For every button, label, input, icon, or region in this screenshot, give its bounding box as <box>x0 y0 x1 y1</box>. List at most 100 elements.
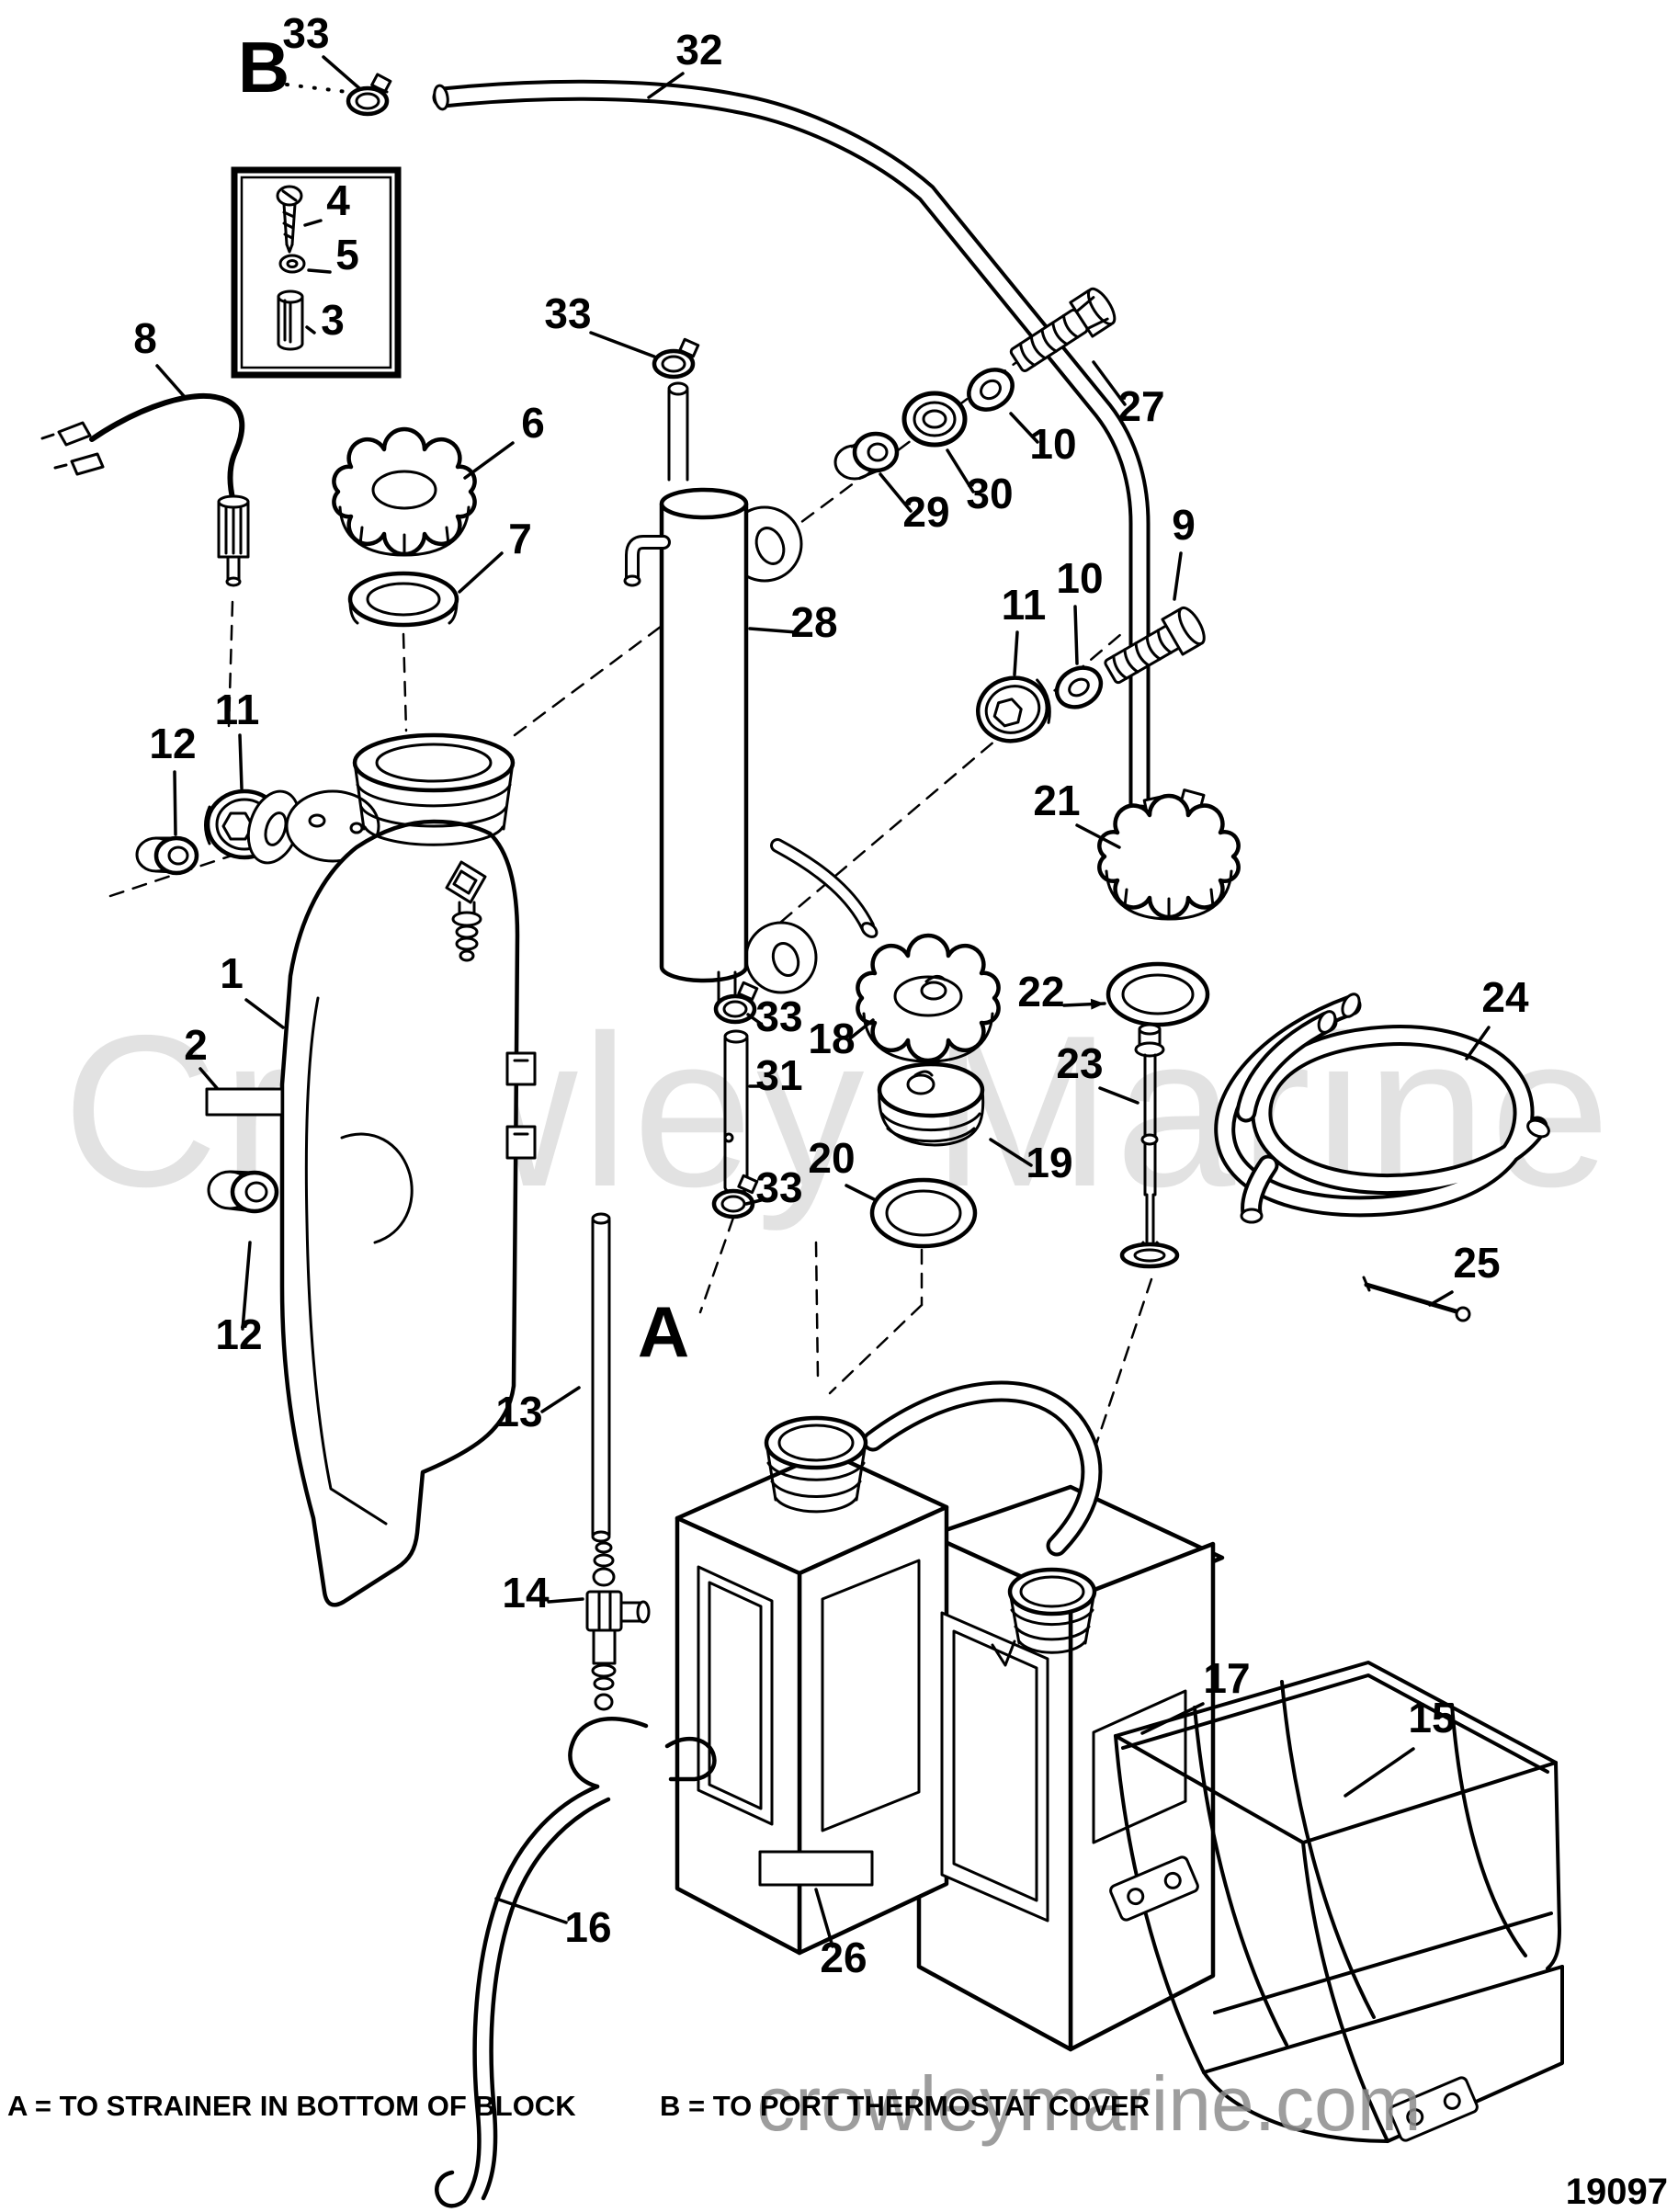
callout-label-10: 10 <box>1056 554 1103 602</box>
watermark-bottom: crowleymarine.com <box>756 2060 1422 2147</box>
leader-line <box>647 72 685 99</box>
leader-line <box>303 219 323 227</box>
part-12-bushing-left <box>135 835 199 876</box>
dashed-axis-line <box>698 1216 735 1314</box>
part-30-grommet <box>901 391 968 448</box>
part-11-bushing-right <box>976 675 1051 743</box>
callout-label-23: 23 <box>1056 1039 1103 1087</box>
part-8-sensor-lead <box>40 392 250 587</box>
callout-label-12: 12 <box>215 1310 262 1358</box>
part-13-tube <box>591 1212 611 1543</box>
leader-line <box>1140 1702 1205 1735</box>
part-18-tank-cap <box>856 933 1001 1063</box>
part-5-washer <box>278 254 306 274</box>
legend-a: A = TO STRAINER IN BOTTOM OF BLOCK <box>7 2090 576 2122</box>
leader-line <box>1013 630 1019 676</box>
part-6-filler-cap <box>332 426 477 557</box>
leader-line <box>540 1386 581 1413</box>
leader-line <box>238 733 244 790</box>
callout-label-1: 1 <box>220 949 244 997</box>
leader-line <box>463 441 515 480</box>
part-28-oil-reservoir <box>623 381 879 1012</box>
leader-line <box>879 472 913 513</box>
callout-label-21: 21 <box>1033 777 1080 824</box>
part-25-pin <box>1362 1276 1471 1322</box>
part-7-cap-gasket <box>347 571 459 628</box>
leader-line <box>307 268 332 274</box>
callout-label-33: 33 <box>755 1163 802 1211</box>
callout-label-30: 30 <box>966 470 1013 517</box>
leader-line <box>1344 1747 1415 1798</box>
hardware-inset-box <box>231 166 402 379</box>
callout-label-2: 2 <box>184 1021 208 1069</box>
part-24-hose-coil <box>1214 993 1550 1224</box>
callout-label-17: 17 <box>1203 1654 1250 1702</box>
leader-line <box>322 55 361 90</box>
callout-label-20: 20 <box>808 1134 855 1182</box>
part-33-clamp-reservoir <box>652 337 700 380</box>
part-20-oring <box>869 1177 978 1249</box>
drawing-number: 19097 <box>1566 2172 1668 2212</box>
leader-line <box>494 1897 568 1924</box>
callout-label-33: 33 <box>544 289 591 337</box>
part-4-screw <box>276 185 303 254</box>
marker-label-A: A <box>638 1291 689 1372</box>
leader-line <box>748 627 799 634</box>
callout-label-19: 19 <box>1026 1139 1072 1186</box>
part-33-clamp-top <box>346 73 392 117</box>
callout-label-14: 14 <box>502 1569 550 1616</box>
callout-label-15: 15 <box>1408 1694 1455 1741</box>
part-9-bolt <box>1104 606 1206 685</box>
callout-label-12: 12 <box>149 720 196 767</box>
part-33-clamp-upper-column <box>713 981 759 1025</box>
dashed-axis-line <box>1069 1277 1153 1523</box>
leader-line <box>173 770 177 836</box>
callout-label-27: 27 <box>1117 382 1164 430</box>
leader-line <box>589 331 656 358</box>
leader-line <box>744 1198 763 1206</box>
leader-arrowhead <box>1090 998 1105 1010</box>
leader-line <box>1098 1086 1139 1105</box>
leader-line <box>848 1018 875 1040</box>
part-26-decal <box>758 1850 874 1887</box>
callout-label-31: 31 <box>755 1051 802 1099</box>
callout-label-33: 33 <box>755 993 802 1040</box>
dashed-axis-line <box>227 600 234 728</box>
leader-line <box>1075 823 1121 849</box>
part-10-washer-upper <box>967 368 1015 412</box>
leader-line <box>746 1013 763 1026</box>
dashed-axis-line <box>828 1303 924 1395</box>
callout-label-25: 25 <box>1453 1239 1500 1287</box>
callout-label-10: 10 <box>1029 420 1076 468</box>
part-3-sleeve <box>277 289 304 351</box>
part-27-bolt <box>1009 287 1117 373</box>
callout-label-9: 9 <box>1172 501 1196 549</box>
part-19-float <box>877 1061 985 1147</box>
part-29-bushing <box>833 431 900 481</box>
marker-label-B: B <box>238 27 289 108</box>
leader-line <box>1092 360 1127 406</box>
part-21-cap-sender <box>1097 788 1241 921</box>
leader-line <box>1428 1290 1454 1307</box>
part-17-oil-tank-remote <box>675 1380 1225 2052</box>
callout-label-4: 4 <box>326 176 350 224</box>
dashed-axis-line <box>285 83 349 94</box>
part-14-fitting <box>585 1541 651 1711</box>
callout-label-3: 3 <box>321 296 345 344</box>
leader-line <box>1073 605 1079 665</box>
callout-label-11: 11 <box>215 686 260 733</box>
callout-label-26: 26 <box>820 1934 867 1981</box>
callout-label-24: 24 <box>1481 973 1529 1021</box>
callout-label-32: 32 <box>675 26 722 74</box>
dashed-axis-line <box>402 632 408 732</box>
leader-line <box>198 1067 219 1090</box>
leader-line <box>244 998 285 1029</box>
callout-label-16: 16 <box>564 1903 611 1951</box>
callout-label-11: 11 <box>1002 581 1047 629</box>
leader-line <box>814 1888 834 1948</box>
leader-line <box>1465 1026 1491 1061</box>
callout-label-7: 7 <box>508 515 532 562</box>
callout-label-8: 8 <box>133 314 157 362</box>
leader-line <box>1173 551 1183 601</box>
